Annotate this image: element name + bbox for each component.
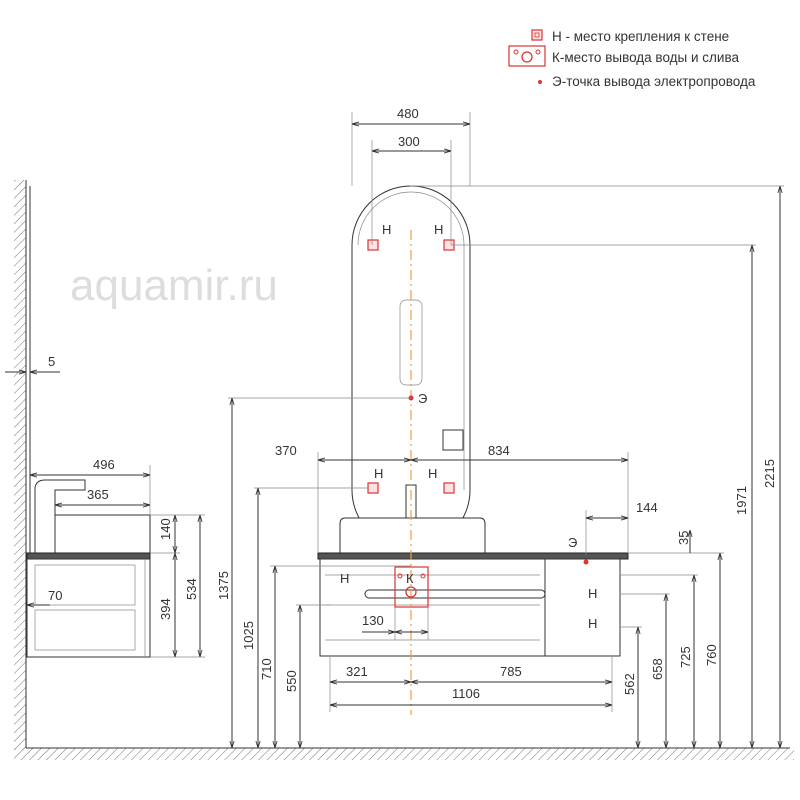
drawing-line (534, 32, 540, 38)
dims-basin_height-label: 140 (158, 518, 173, 540)
dims-left_370-label: 370 (275, 443, 297, 458)
drawing-line (367, 482, 379, 494)
dims-cabinet_height-label: 394 (158, 598, 173, 620)
basin-front (339, 517, 486, 554)
cabinet-left (319, 558, 546, 657)
dims-h1025-label: 1025 (241, 621, 256, 650)
cabinet-side (26, 558, 151, 658)
dims-h760-label: 760 (704, 644, 719, 666)
electric-point-icon (538, 80, 542, 84)
dims-wall_gap-label: 5 (48, 354, 55, 369)
drawing-line (367, 239, 379, 251)
wall-mount-marker-icon (531, 29, 543, 41)
marks-mount-label: Н (340, 571, 349, 586)
dims-left_321-label: 321 (346, 664, 368, 679)
dims-right_834-label: 834 (488, 443, 510, 458)
dims-right_144-label: 144 (636, 500, 658, 515)
dims-top_35-label: 35 (676, 531, 691, 545)
mount-markers: Н Н Н Н Н Н Н (340, 222, 597, 631)
marks-mount-label: Н (588, 616, 597, 631)
drawing-line (513, 49, 519, 55)
drawing-line (508, 45, 546, 67)
dims-side_depth-label: 496 (93, 457, 115, 472)
dims-h562-label: 562 (622, 673, 637, 695)
water-outlet-marker: К (394, 566, 429, 608)
legend-item-electric: Э-точка вывода электропровода (552, 74, 756, 89)
drawing-line (405, 586, 417, 598)
dims-side_offset-label: 70 (48, 588, 62, 603)
legend-item-water: К-место вывода воды и слива (552, 50, 739, 65)
drawing-line (394, 566, 429, 608)
marks-water-label: К (406, 571, 414, 586)
legend: Н - место крепления к стене К-место выво… (508, 29, 756, 89)
faucet-side (34, 479, 86, 553)
dims-h2215-label: 2215 (762, 459, 777, 488)
marks-mount-label: Н (434, 222, 443, 237)
dims-h725-label: 725 (678, 646, 693, 668)
floor (14, 748, 794, 760)
dims-h1971-label: 1971 (734, 486, 749, 515)
watermark: aquamir.ru (70, 261, 278, 310)
dims-basin_depth-label: 365 (87, 487, 109, 502)
cabinet-right (544, 558, 621, 657)
electric-label-mirror: Э (418, 391, 427, 406)
horizontal-dimensions: 480 300 5 496 365 70 370 834 144 130 321… (5, 106, 658, 712)
dims-h658-label: 658 (650, 658, 665, 680)
electric-label-cabinet: Э (568, 535, 577, 550)
marks-mount-label: Н (374, 466, 383, 481)
drawing-line (443, 482, 455, 494)
legend-item-mount: Н - место крепления к стене (552, 29, 729, 44)
dims-h550-label: 550 (284, 670, 299, 692)
water-outlet-marker-icon (508, 45, 546, 67)
switch (442, 429, 464, 451)
side-view (26, 186, 151, 658)
dims-outlet_130-label: 130 (362, 613, 384, 628)
drawer-handle (364, 589, 546, 599)
dims-total_1106-label: 1106 (452, 686, 480, 701)
wall (14, 180, 26, 750)
basin-side (54, 514, 151, 554)
electric-point-cabinet (583, 559, 589, 565)
drawing-line (26, 552, 151, 560)
dims-h1375-label: 1375 (216, 571, 231, 600)
marks-mount-label: Н (382, 222, 391, 237)
dims-mirror_width-label: 480 (397, 106, 419, 121)
drawing-line (34, 564, 136, 606)
dims-mount_spacing_top-label: 300 (398, 134, 420, 149)
marks-mount-label: Н (428, 466, 437, 481)
drawing-line (535, 49, 541, 55)
dims-right_785-label: 785 (500, 664, 522, 679)
drawing-line (420, 573, 426, 579)
marks-mount-label: Н (588, 586, 597, 601)
vertical-dimensions: 140 394 534 1375 1025 710 550 562 658 72… (150, 185, 784, 748)
drawing-line (357, 191, 465, 490)
drawing-line (34, 609, 136, 651)
drawing-line (521, 51, 533, 63)
dims-side_total_height-label: 534 (184, 578, 199, 600)
countertop (317, 552, 629, 560)
dims-h710-label: 710 (259, 658, 274, 680)
drawing-line (397, 573, 403, 579)
